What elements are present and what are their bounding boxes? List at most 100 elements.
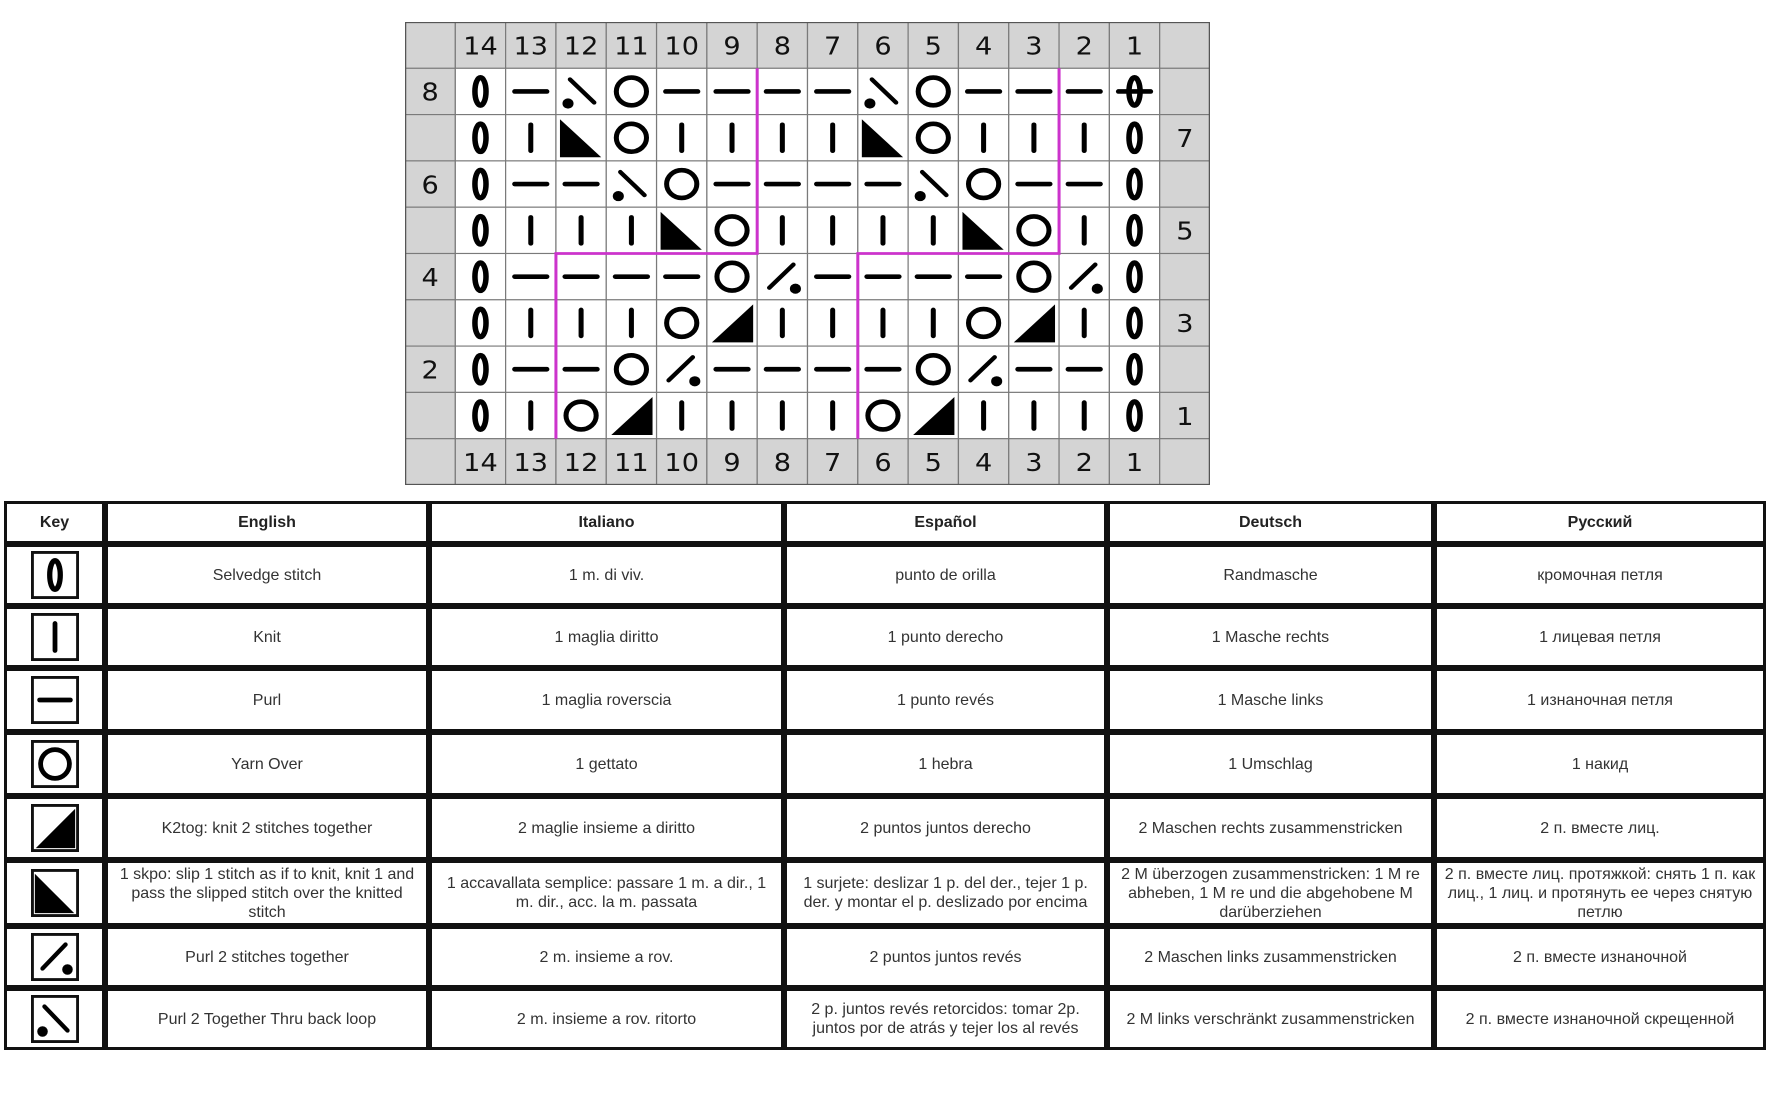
legend-it-text: 1 accavallata semplice: passare 1 m. a d… <box>429 860 784 926</box>
chart-header-cell <box>1108 438 1161 485</box>
row-number-right: 3 <box>1176 310 1193 339</box>
header-russian: Русский <box>1434 501 1766 544</box>
yo-symbol <box>714 214 750 247</box>
column-number: 6 <box>874 449 891 478</box>
row-number-right: 1 <box>1176 403 1193 432</box>
column-number: 7 <box>824 32 841 61</box>
chart-header-cell <box>405 114 456 162</box>
legend-ru-text: кромочная петля <box>1434 544 1766 606</box>
selvedge-symbol <box>472 213 489 247</box>
header-english: English <box>105 501 429 544</box>
legend-es-text: 1 punto revés <box>784 668 1107 732</box>
legend-table: Key English Italiano Español Deutsch Рус… <box>4 501 1766 1050</box>
chart-header-cell <box>1159 67 1210 116</box>
legend-key-cell <box>4 606 105 668</box>
chart-header-cell <box>605 438 658 485</box>
yo-symbol <box>865 399 901 432</box>
chart-header-cell <box>405 252 456 301</box>
column-number: 6 <box>874 32 891 61</box>
yo-symbol <box>563 399 599 432</box>
chart-header-cell <box>806 22 859 69</box>
selvedge-symbol <box>1126 306 1143 340</box>
header-italiano: Italiano <box>429 501 784 544</box>
chart-header-cell <box>405 299 456 347</box>
yo-symbol <box>37 747 72 781</box>
legend-es-text: 1 hebra <box>784 732 1107 796</box>
yo-symbol <box>714 260 750 293</box>
column-number: 11 <box>614 449 649 478</box>
legend-es-text: punto de orilla <box>784 544 1107 606</box>
chart-header-cell <box>957 22 1010 69</box>
column-number: 14 <box>463 449 498 478</box>
chart-header-cell <box>405 160 456 208</box>
legend-row: 1 skpo: slip 1 stitch as if to knit, kni… <box>4 860 1766 926</box>
p2tog-tbl-icon <box>30 995 79 1043</box>
selvedge-symbol <box>1126 121 1143 155</box>
row-number-right: 7 <box>1176 125 1193 154</box>
selvedge-symbol <box>46 557 63 593</box>
header-deutsch: Deutsch <box>1107 501 1434 544</box>
legend-de-text: 2 Maschen links zusammenstricken <box>1107 926 1434 988</box>
legend-de-text: 2 M links verschränkt zusammenstricken <box>1107 988 1434 1050</box>
yo-symbol <box>613 75 650 108</box>
skpo-symbol <box>861 119 904 158</box>
legend-ru-text: 2 п. вместе изнаночной скрещенной <box>1434 988 1766 1050</box>
row-number-left: 2 <box>422 356 439 385</box>
legend-de-text: 2 M überzogen zusammenstricken: 1 M re a… <box>1107 860 1434 926</box>
legend-it-text: 2 m. insieme a rov. <box>429 926 784 988</box>
p2tog-tbl-symbol <box>36 1004 70 1037</box>
chart-header-cell <box>1008 438 1060 485</box>
selvedge-symbol <box>1126 399 1143 432</box>
p2tog-tbl-symbol <box>562 77 597 109</box>
selvedge-symbol <box>472 399 489 432</box>
chart-header-cell <box>706 22 758 69</box>
chart-header-cell <box>555 22 607 69</box>
legend-key-cell <box>4 860 105 926</box>
chart-header-cell <box>1108 22 1161 69</box>
yo-symbol <box>965 167 1002 201</box>
chart-header-cell <box>907 438 960 485</box>
skpo-symbol <box>559 119 602 158</box>
legend-it-text: 1 maglia roverscia <box>429 668 784 732</box>
chart-header-cell <box>655 22 708 69</box>
column-number: 3 <box>1025 32 1042 61</box>
selvedge-icon <box>30 551 79 599</box>
chart-header-cell <box>605 22 658 69</box>
legend-en-text: Selvedge stitch <box>105 544 429 606</box>
p2tog-symbol <box>766 262 801 294</box>
p2tog-tbl-symbol <box>612 169 647 202</box>
legend-es-text: 2 p. juntos revés retorcidos: tomar 2p. … <box>784 988 1107 1050</box>
yo-symbol <box>664 167 700 201</box>
chart-header-cell <box>1058 438 1110 485</box>
chart-header-cell <box>1159 299 1210 347</box>
legend-en-text: 1 skpo: slip 1 stitch as if to knit, kni… <box>105 860 429 926</box>
selvedge-symbol <box>472 167 489 201</box>
purl-icon <box>30 676 79 724</box>
chart-header-cell <box>1159 206 1210 255</box>
chart-header-cell <box>655 438 708 485</box>
p2tog-symbol <box>1068 262 1103 294</box>
repeat-outline-left <box>554 68 759 439</box>
column-number: 13 <box>513 449 548 478</box>
legend-it-text: 1 maglia diritto <box>429 606 784 668</box>
column-number: 3 <box>1025 449 1042 478</box>
legend-it-text: 1 m. di viv. <box>429 544 784 606</box>
column-number: 10 <box>664 449 699 478</box>
legend-key-cell <box>4 732 105 796</box>
legend-es-text: 1 surjete: deslizar 1 p. del der., tejer… <box>784 860 1107 926</box>
selvedge-symbol <box>472 260 489 294</box>
column-number: 1 <box>1126 32 1143 61</box>
column-number: 9 <box>723 449 740 478</box>
legend-ru-text: 2 п. вместе лиц. <box>1434 796 1766 860</box>
chart-header-cell <box>1159 438 1210 485</box>
column-number: 4 <box>975 32 992 61</box>
legend-en-text: Knit <box>105 606 429 668</box>
legend-en-text: Purl <box>105 668 429 732</box>
k2tog-symbol <box>35 808 75 849</box>
p2tog-tbl-symbol <box>914 169 949 202</box>
chart-grid: 1414131312121111101099887766554433221186… <box>405 22 1210 485</box>
p2tog-tbl-symbol <box>864 77 899 109</box>
